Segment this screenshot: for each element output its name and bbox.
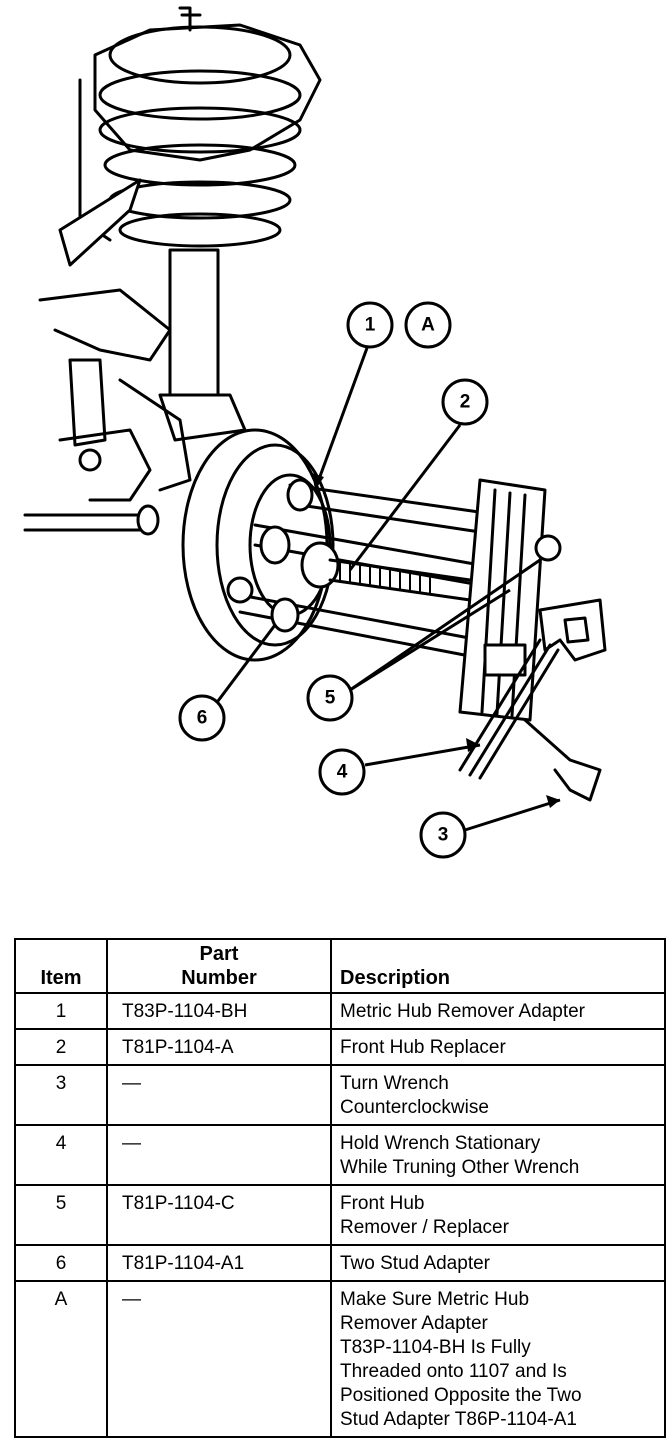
row-item: 1 bbox=[14, 992, 108, 1030]
table-row: 6 T81P-1104-A1 Two Stud Adapter bbox=[14, 1244, 666, 1282]
callout-3-circle bbox=[419, 811, 467, 859]
callout-6-circle bbox=[178, 694, 226, 742]
header-part-line2: Number bbox=[181, 967, 257, 989]
row-description: Front Hub Replacer bbox=[330, 1028, 666, 1066]
row-description: Front Hub Remover / Replacer bbox=[330, 1184, 666, 1246]
row-item: 6 bbox=[14, 1244, 108, 1282]
leader-arrowheads bbox=[312, 473, 560, 808]
callout-A-label: A bbox=[421, 315, 435, 336]
suspension-hub-diagram: 1 A 2 5 6 4 3 bbox=[23, 6, 607, 859]
hub-tool-rods bbox=[226, 478, 502, 660]
row-description: Two Stud Adapter bbox=[330, 1244, 666, 1282]
row-item: 5 bbox=[14, 1184, 108, 1246]
table-row: 1 T83P-1104-BH Metric Hub Remover Adapte… bbox=[14, 992, 666, 1030]
leader-1 bbox=[313, 347, 369, 491]
leader-6 bbox=[213, 624, 277, 706]
knuckle-linkage bbox=[23, 288, 192, 536]
illustration bbox=[23, 6, 607, 802]
row-part-number: — bbox=[106, 1124, 332, 1186]
callout-4-label: 4 bbox=[337, 762, 348, 783]
row-description: Hold Wrench Stationary While Truning Oth… bbox=[330, 1124, 666, 1186]
row-part-number: T81P-1104-A bbox=[106, 1028, 332, 1066]
callout-1-circle bbox=[346, 301, 394, 349]
header-item: Item bbox=[14, 938, 108, 994]
callout-A-circle bbox=[404, 301, 452, 349]
table-row: 5 T81P-1104-C Front Hub Remover / Replac… bbox=[14, 1184, 666, 1246]
row-part-number: T81P-1104-A1 bbox=[106, 1244, 332, 1282]
row-item: 2 bbox=[14, 1028, 108, 1066]
leader-5b bbox=[349, 558, 541, 692]
row-description: Metric Hub Remover Adapter bbox=[330, 992, 666, 1030]
callout-1-label: 1 bbox=[365, 315, 376, 336]
callout-3-label: 3 bbox=[438, 825, 449, 846]
callout-4-circle bbox=[318, 748, 366, 796]
leader-3 bbox=[464, 798, 561, 832]
row-item: A bbox=[14, 1280, 108, 1438]
row-part-number: — bbox=[106, 1064, 332, 1126]
table-row: 3 — Turn Wrench Counterclockwise bbox=[14, 1064, 666, 1126]
table-row: A — Make Sure Metric Hub Remover Adapter… bbox=[14, 1280, 666, 1438]
header-description: Description bbox=[330, 938, 666, 994]
row-item: 3 bbox=[14, 1064, 108, 1126]
parts-table: Item Part Number Description 1 T83P-1104… bbox=[14, 938, 666, 1438]
callout-circles bbox=[178, 301, 489, 859]
table-row: 2 T81P-1104-A Front Hub Replacer bbox=[14, 1028, 666, 1066]
callout-6-label: 6 bbox=[197, 708, 208, 729]
crossbar-plate bbox=[458, 478, 562, 722]
leader-4 bbox=[364, 743, 481, 767]
coil-spring-assembly bbox=[58, 6, 322, 267]
row-description: Make Sure Metric Hub Remover Adapter T83… bbox=[330, 1280, 666, 1438]
header-part-line1: Part bbox=[199, 943, 239, 965]
row-item: 4 bbox=[14, 1124, 108, 1186]
callout-5-label: 5 bbox=[325, 688, 336, 709]
leader-2 bbox=[348, 424, 462, 571]
header-part-number: Part Number bbox=[106, 938, 332, 994]
strut bbox=[158, 248, 247, 442]
leader-lines bbox=[213, 347, 561, 832]
wrenches bbox=[458, 598, 607, 802]
callout-2-label: 2 bbox=[460, 392, 471, 413]
callout-5-circle bbox=[306, 674, 354, 722]
table-row: 4 — Hold Wrench Stationary While Truning… bbox=[14, 1124, 666, 1186]
row-description: Turn Wrench Counterclockwise bbox=[330, 1064, 666, 1126]
table-header-row: Item Part Number Description bbox=[14, 938, 666, 994]
row-part-number: T81P-1104-C bbox=[106, 1184, 332, 1246]
row-part-number: T83P-1104-BH bbox=[106, 992, 332, 1030]
callout-labels: 1 A 2 5 6 4 3 bbox=[197, 315, 471, 846]
row-part-number: — bbox=[106, 1280, 332, 1438]
callout-2-circle bbox=[441, 378, 489, 426]
